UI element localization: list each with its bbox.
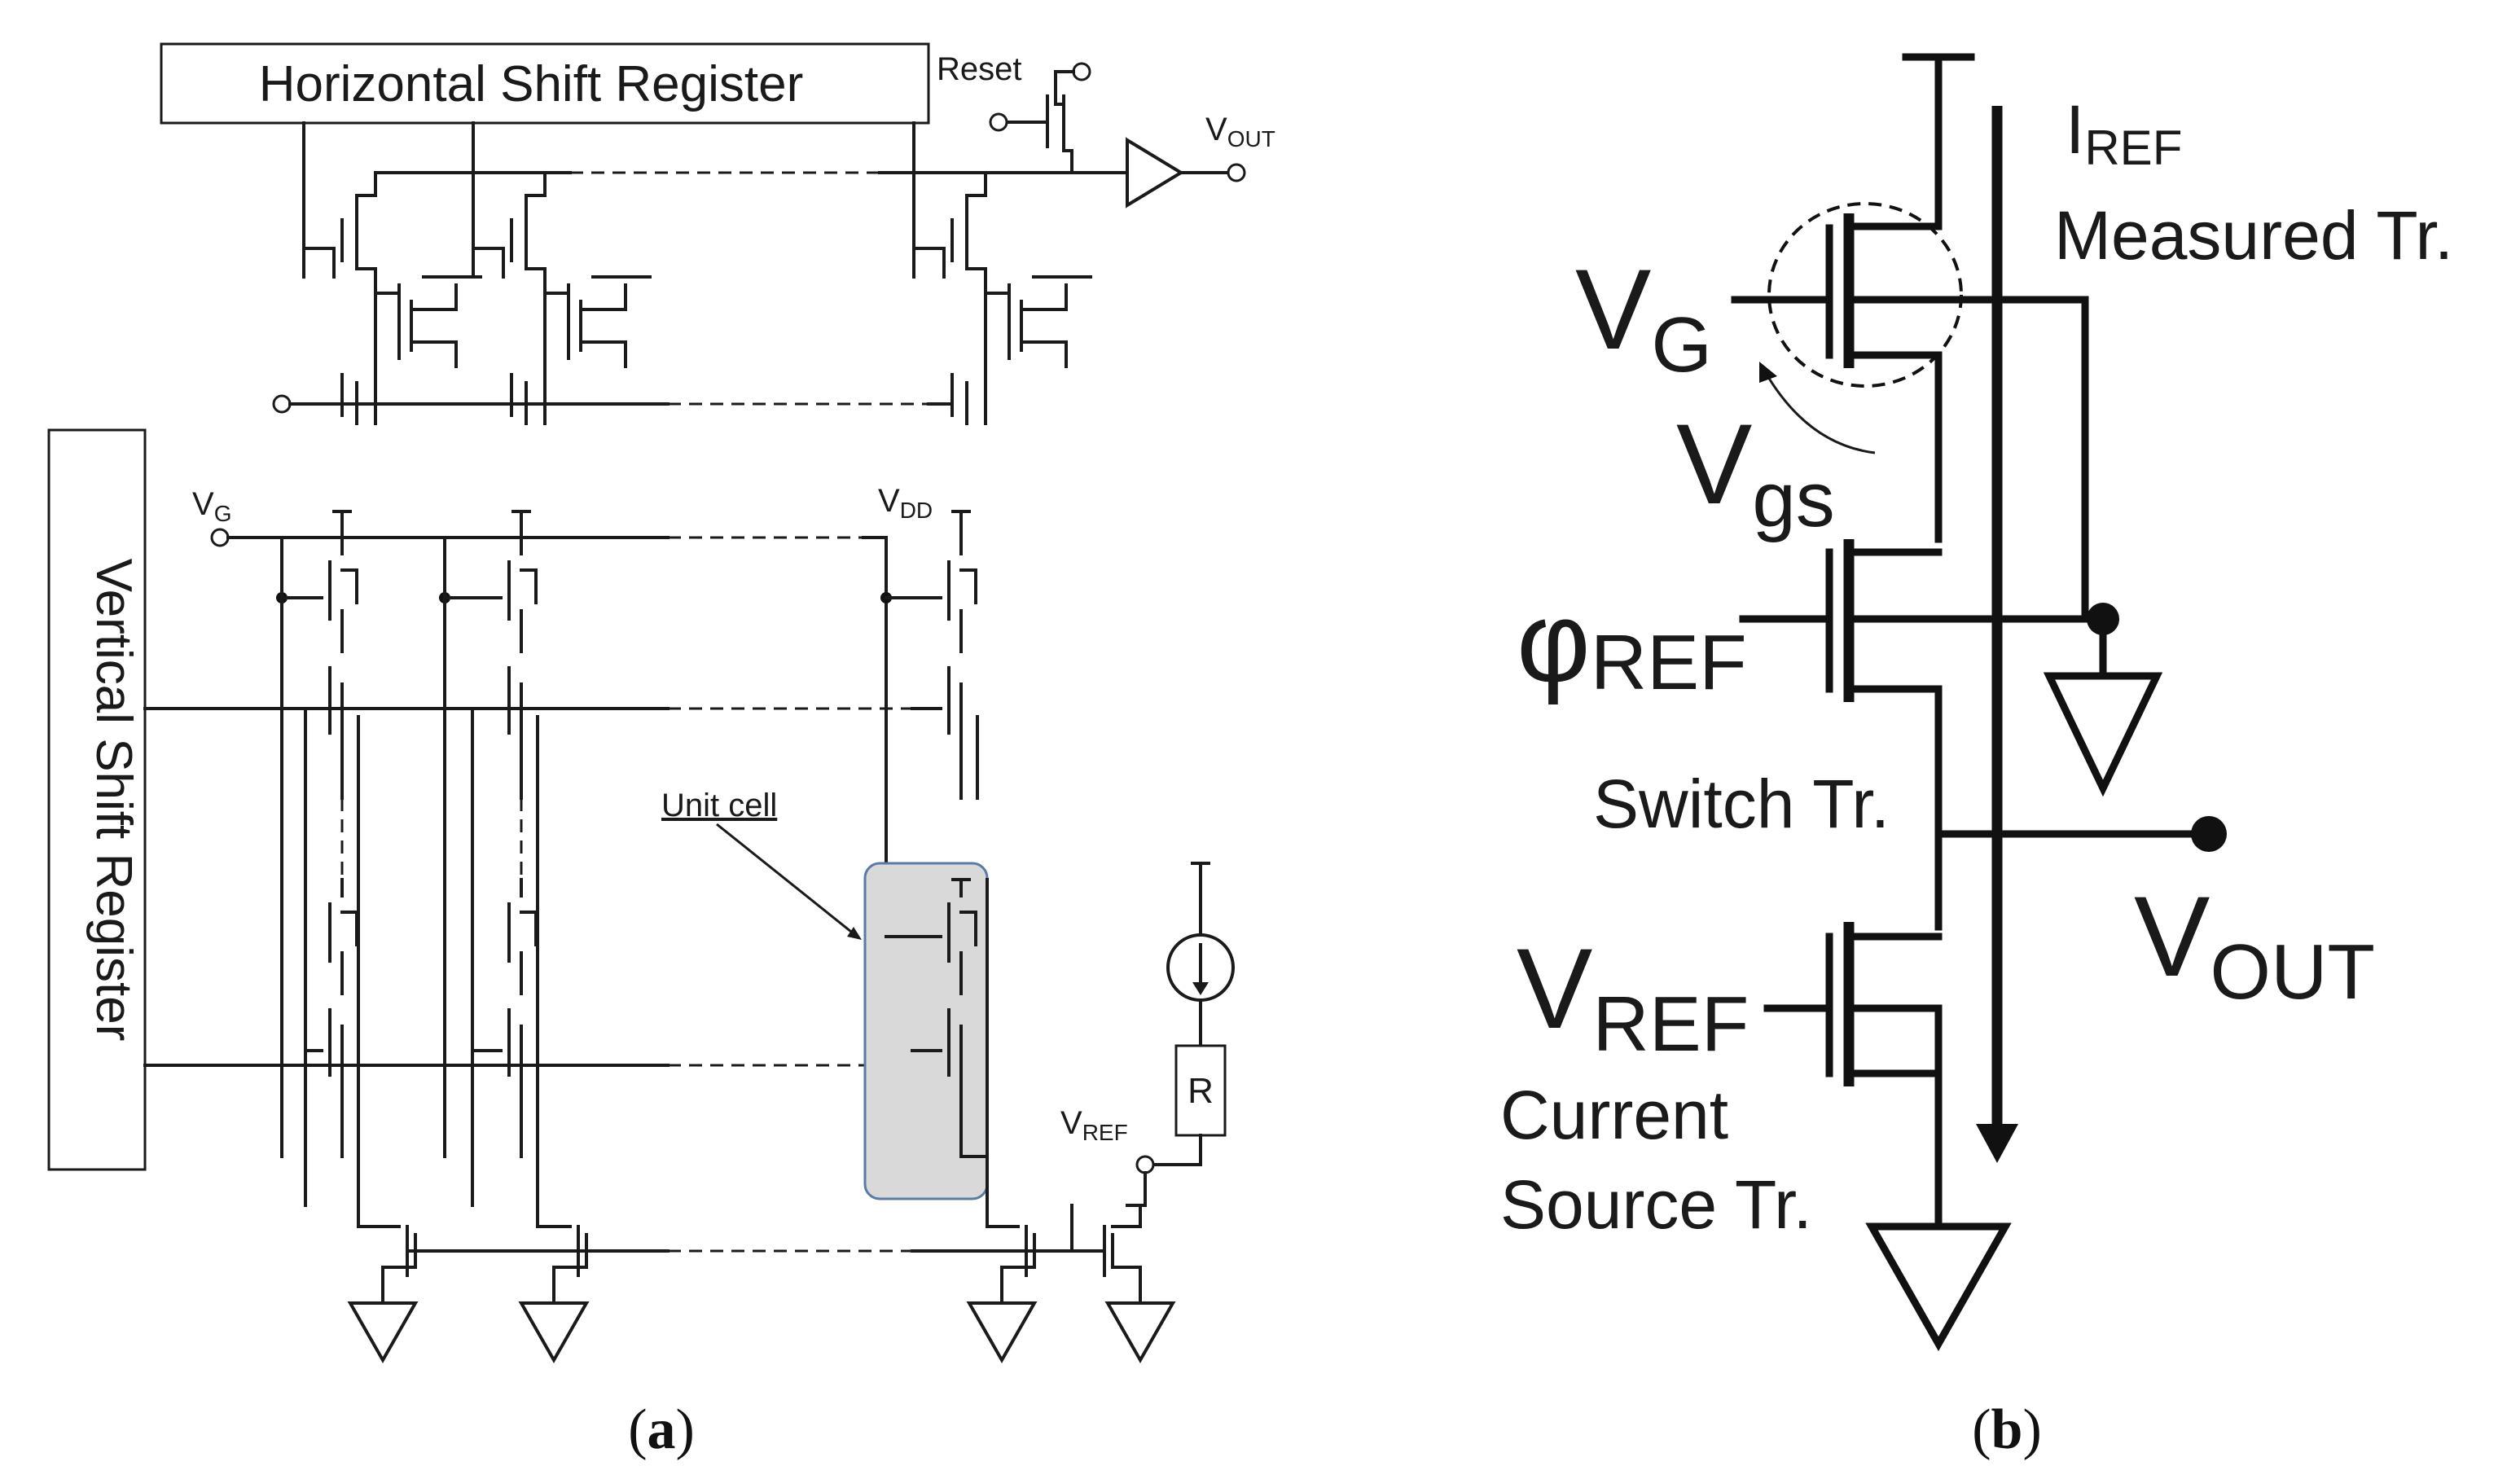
horizontal-shift-register-box bbox=[160, 42, 930, 125]
iref-arrow-head bbox=[1976, 1124, 2018, 1163]
pixel-column-1-bottom bbox=[304, 878, 358, 1158]
vout-label-b: VOUT bbox=[2134, 872, 2375, 1016]
current-source-tr-label: Source Tr. bbox=[1500, 1166, 1812, 1243]
reset-label: Reset bbox=[937, 51, 1022, 87]
vg-terminal bbox=[210, 528, 230, 547]
column-select-block-1 bbox=[302, 171, 482, 425]
resistor-label: R bbox=[1188, 1071, 1214, 1111]
column-select-block-2 bbox=[472, 171, 652, 425]
pixel-column-2-bottom bbox=[471, 878, 538, 1158]
column-select-block-3 bbox=[912, 171, 1092, 425]
reset-terminal bbox=[1072, 62, 1091, 81]
pixel-column-3-top bbox=[880, 510, 979, 800]
main-drain-line bbox=[1850, 53, 1943, 230]
ground-1 bbox=[347, 1293, 419, 1364]
phi-ref-label: φREF bbox=[1517, 577, 1747, 706]
output-buffer-triangle bbox=[1126, 137, 1184, 208]
vgs-label: Vgs bbox=[1676, 400, 1835, 543]
measured-tr-highlight bbox=[1767, 202, 1963, 388]
vgs-arrow-head bbox=[1759, 362, 1777, 383]
caption-a: (a) bbox=[628, 1398, 695, 1461]
unit-cell-transistors bbox=[885, 878, 989, 1158]
vref-label: VREF bbox=[1060, 1105, 1128, 1145]
current-source-arrow-head bbox=[1192, 982, 1209, 995]
reset-line bbox=[1000, 70, 1075, 174]
current-label: Current bbox=[1500, 1077, 1728, 1153]
measured-tr-label: Measured Tr. bbox=[2054, 197, 2453, 274]
caption-b: (b) bbox=[1972, 1398, 2042, 1461]
vref-terminal bbox=[1135, 1155, 1155, 1174]
vref-label-b: VREF bbox=[1517, 924, 1749, 1068]
vout-dot bbox=[2191, 816, 2227, 852]
vg-label-b: VG bbox=[1575, 245, 1712, 388]
resistor-box bbox=[1174, 1044, 1227, 1137]
phi-wire bbox=[1739, 548, 1943, 931]
column-current-sources bbox=[357, 1155, 1142, 1305]
panel-a-pixel-array-circuit: Horizontal Shift Register Vertical Shift… bbox=[47, 42, 1275, 1461]
ground-4 bbox=[1104, 1301, 1176, 1364]
vg-label: VG bbox=[192, 486, 231, 526]
pixel-column-1-top bbox=[276, 510, 360, 1207]
column-control-terminal bbox=[272, 394, 292, 414]
unit-cell-pointer bbox=[716, 823, 856, 937]
current-source-supply bbox=[1191, 862, 1210, 937]
vout-terminal bbox=[1227, 163, 1246, 182]
vgs-arrow-arc bbox=[1764, 372, 1876, 454]
horizontal-shift-register-label: Horizontal Shift Register bbox=[259, 56, 804, 112]
unit-cell-label: Unit cell bbox=[661, 788, 777, 823]
vertical-shift-register-box bbox=[47, 428, 147, 1171]
vref-wire bbox=[1763, 933, 1943, 1231]
iref-label: IREF bbox=[2066, 91, 2182, 175]
resistor-bottom-wire bbox=[1152, 1134, 1202, 1166]
vertical-dashed-1 bbox=[280, 798, 888, 880]
unit-cell-pointer-head bbox=[847, 927, 862, 940]
switch-ground-triangle bbox=[2043, 672, 2163, 797]
measured-tr-source bbox=[1850, 296, 2089, 623]
reset-gate-terminal bbox=[989, 112, 1008, 132]
vdd-label: VDD bbox=[878, 483, 933, 523]
switch-tr-label: Switch Tr. bbox=[1593, 766, 1890, 842]
ground-2 bbox=[518, 1301, 590, 1364]
vout-label: VOUT bbox=[1205, 112, 1275, 151]
panel-b-test-circuit: IREF Measured Tr. VG Vgs φREF Switch Tr.… bbox=[1500, 53, 2453, 1461]
vertical-shift-register-label: Vertical Shift Register bbox=[86, 559, 142, 1042]
ground-3 bbox=[966, 1301, 1038, 1364]
cs-ground-triangle bbox=[1865, 1222, 2012, 1352]
